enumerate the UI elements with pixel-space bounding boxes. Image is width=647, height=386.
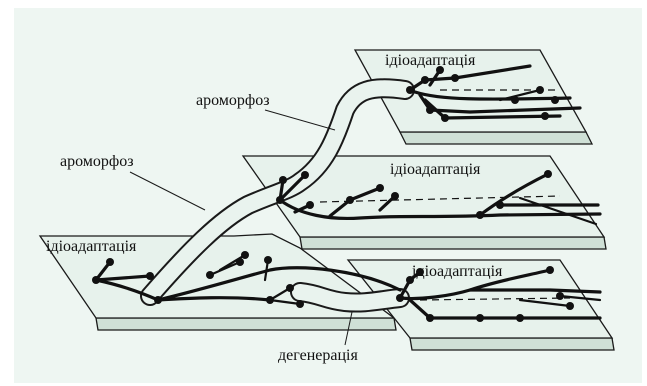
label-idioadaptation-top: ідіоадаптація [385,52,476,69]
label-degeneration: дегенерація [278,347,358,364]
label-idioadaptation-bottom: ідіоадаптація [412,263,503,280]
label-aromorphosis-lower: ароморфоз [60,153,134,170]
label-idioadaptation-left: ідіоадаптація [46,238,137,255]
label-idioadaptation-middle: ідіоадаптація [390,161,481,178]
label-aromorphosis-upper: ароморфоз [196,92,270,109]
degeneration-channel [300,292,400,303]
